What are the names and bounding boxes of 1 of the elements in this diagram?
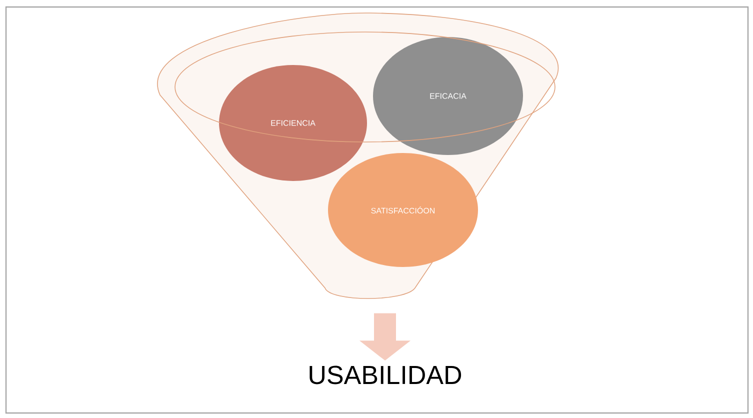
title-text: USABILIDAD [310,366,462,384]
